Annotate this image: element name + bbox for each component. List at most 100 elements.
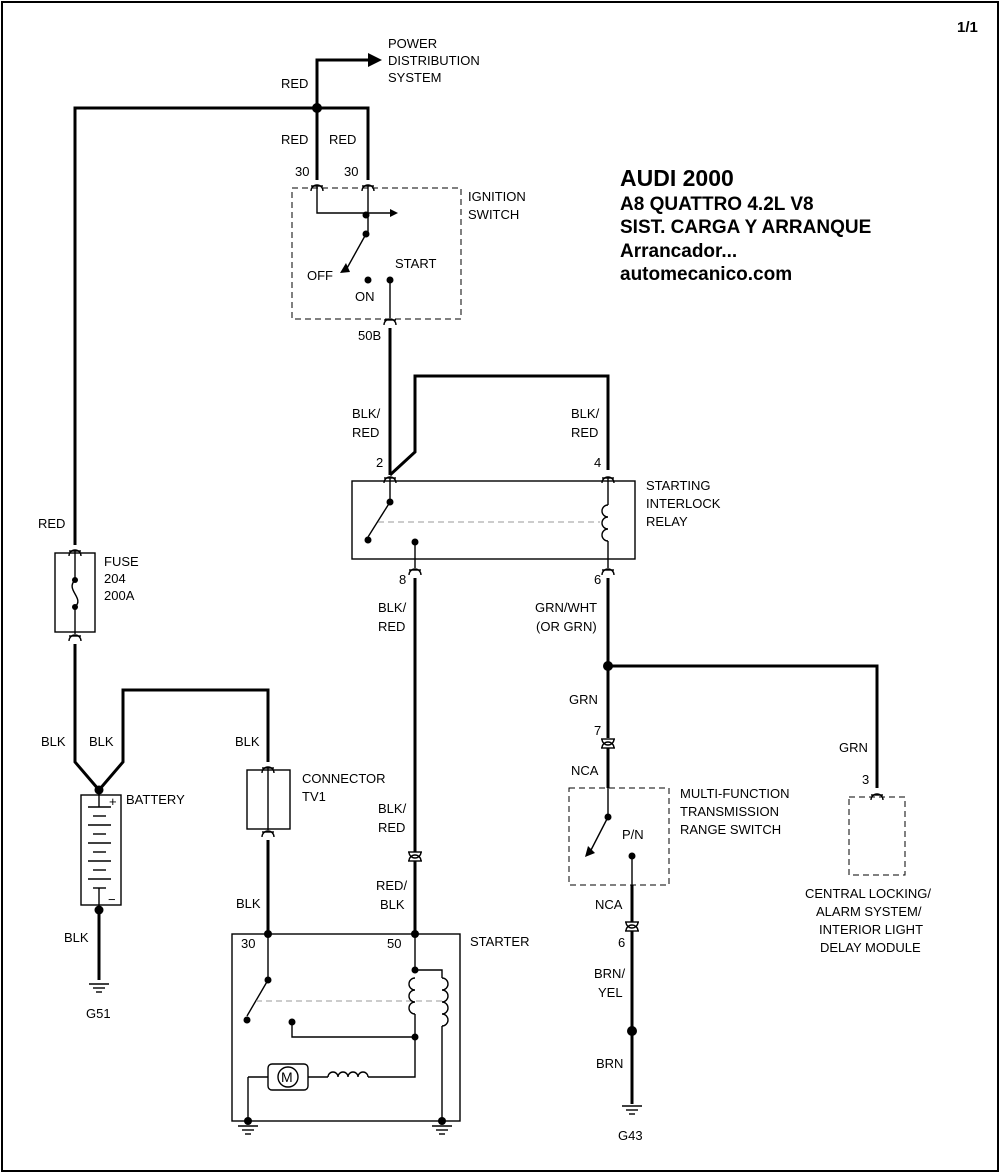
ignition-pos-off: OFF — [307, 268, 333, 283]
relay-pin-2: 2 — [376, 455, 383, 470]
page-number: 1/1 — [957, 19, 978, 36]
wire-label-grn-b: GRN — [839, 740, 868, 755]
splice-dot-top — [312, 103, 322, 113]
wire-label-blk-conn-top: BLK — [235, 734, 260, 749]
wire-label-brn-yel-2: YEL — [598, 985, 623, 1000]
wire-blk-red-loop — [388, 374, 610, 477]
inline-connector-trans — [601, 738, 615, 749]
power-distribution-label-1: POWER — [388, 36, 437, 51]
title-site: automecanico.com — [620, 264, 792, 285]
module-label-2: ALARM SYSTEM/ — [816, 904, 922, 919]
wire-label-brn-yel-1: BRN/ — [594, 966, 625, 981]
starter-ground-right — [431, 1125, 453, 1135]
connector-tv1 — [246, 766, 291, 838]
wire-label-blk-red-ign-2: RED — [352, 425, 379, 440]
wire-label-blk-fuse: BLK — [41, 734, 66, 749]
wire-label-blk-red-pin4-1: BLK/ — [571, 406, 600, 421]
central-locking-module — [848, 793, 906, 876]
inline-connector-starter — [408, 851, 422, 862]
wire-label-blk-red-lower-2: RED — [378, 820, 405, 835]
starting-interlock-relay — [351, 476, 636, 576]
splice-dot-grn — [603, 661, 613, 671]
wire-label-red-blk-1: RED/ — [376, 878, 407, 893]
ignition-pin-30b: 30 — [344, 164, 358, 179]
starter-motor-symbol — [277, 1066, 299, 1088]
title-make: AUDI 2000 — [620, 165, 734, 191]
power-distribution-label-2: DISTRIBUTION — [388, 53, 480, 68]
fuse-label-2: 204 — [104, 571, 126, 586]
wire-label-blk-red-pin4-2: RED — [571, 425, 598, 440]
wire-label-blk-red-lower-1: BLK/ — [378, 801, 407, 816]
wire-label-red-ign-a: RED — [281, 132, 308, 147]
module-label-4: DELAY MODULE — [820, 940, 921, 955]
wire-label-blk-ground: BLK — [64, 930, 89, 945]
battery-minus: − — [108, 892, 116, 907]
fuse-204 — [54, 549, 96, 642]
trans-pin-6: 6 — [618, 935, 625, 950]
starter — [231, 930, 461, 1125]
wire-label-blk-red-ign-1: BLK/ — [352, 406, 381, 421]
fuse-label-1: FUSE — [104, 554, 139, 569]
fuse-label-3: 200A — [104, 588, 135, 603]
module-label-1: CENTRAL LOCKING/ — [805, 886, 931, 901]
trans-label-3: RANGE SWITCH — [680, 822, 781, 837]
wire-label-red-top: RED — [281, 76, 308, 91]
trans-label-1: MULTI-FUNCTION — [680, 786, 790, 801]
wire-label-blk-batt: BLK — [89, 734, 114, 749]
wire-label-blk-red-pin8-1: BLK/ — [378, 600, 407, 615]
battery-plus: + — [109, 794, 117, 809]
wire-label-grn-a: GRN — [569, 692, 598, 707]
battery-label: BATTERY — [126, 792, 185, 807]
transmission-range-switch — [568, 748, 670, 886]
wire-grn-module — [608, 664, 879, 788]
starter-pin-30: 30 — [241, 936, 255, 951]
starter-label: STARTER — [470, 934, 529, 949]
wire-label-nca-b: NCA — [595, 897, 623, 912]
wire-label-red-left: RED — [38, 516, 65, 531]
wire-label-brn: BRN — [596, 1056, 623, 1071]
relay-label-1: STARTING — [646, 478, 711, 493]
power-distribution-arrow — [315, 53, 382, 108]
power-distribution-label-3: SYSTEM — [388, 70, 441, 85]
module-pin-3: 3 — [862, 772, 869, 787]
title-model: A8 QUATTRO 4.2L V8 — [620, 194, 814, 215]
ground-g43-label: G43 — [618, 1128, 643, 1143]
wire-blk-fuse — [73, 644, 101, 791]
wire-label-grn-wht-2: (OR GRN) — [536, 619, 597, 634]
relay-pin-8: 8 — [399, 572, 406, 587]
trans-pos-pn: P/N — [622, 827, 644, 842]
ignition-label-2: SWITCH — [468, 207, 519, 222]
title-block: AUDI 2000 A8 QUATTRO 4.2L V8 SIST. CARGA… — [620, 165, 871, 285]
wire-label-red-blk-2: BLK — [380, 897, 405, 912]
starter-pin-50: 50 — [387, 936, 401, 951]
ignition-pos-on: ON — [355, 289, 375, 304]
connector-label-2: TV1 — [302, 789, 326, 804]
ignition-switch — [291, 184, 462, 326]
title-system: SIST. CARGA Y ARRANQUE — [620, 217, 871, 238]
splice-dot-brn — [627, 1026, 637, 1036]
ground-g51-label: G51 — [86, 1006, 111, 1021]
title-component: Arrancador... — [620, 241, 737, 262]
ignition-pos-start: START — [395, 256, 436, 271]
starter-ground-left — [237, 1125, 259, 1135]
module-label-3: INTERIOR LIGHT — [819, 922, 923, 937]
relay-label-3: RELAY — [646, 514, 688, 529]
wire-red-main — [73, 106, 370, 545]
wire-label-nca-a: NCA — [571, 763, 599, 778]
wire-label-grn-wht-1: GRN/WHT — [535, 600, 597, 615]
relay-pin-4: 4 — [594, 455, 601, 470]
wire-label-blk-red-pin8-2: RED — [378, 619, 405, 634]
connector-label-1: CONNECTOR — [302, 771, 386, 786]
relay-label-2: INTERLOCK — [646, 496, 721, 511]
ground-g43-symbol — [621, 1105, 643, 1115]
ignition-pin-50b: 50B — [358, 328, 381, 343]
wire-label-red-ign-b: RED — [329, 132, 356, 147]
wire-label-blk-conn-bot: BLK — [236, 896, 261, 911]
trans-pin-7: 7 — [594, 723, 601, 738]
ignition-label-1: IGNITION — [468, 189, 526, 204]
trans-label-2: TRANSMISSION — [680, 804, 779, 819]
relay-pin-6: 6 — [594, 572, 601, 587]
wire-blk-batt-to-connector — [97, 688, 270, 791]
